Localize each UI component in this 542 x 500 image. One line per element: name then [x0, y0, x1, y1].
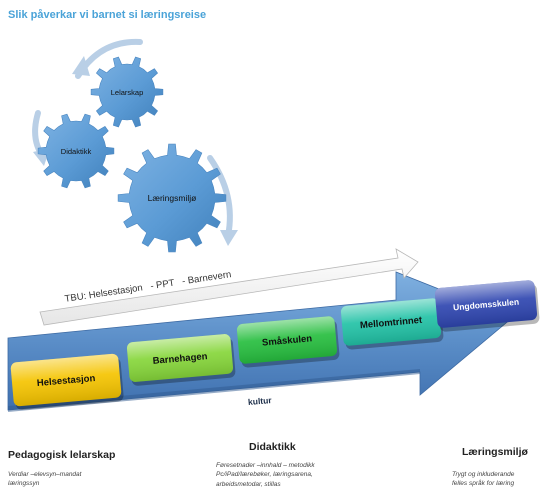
- column-title-pedagogisk-lelarskap: Pedagogisk lelarskap: [8, 449, 116, 461]
- column-line: læringssyn: [8, 480, 40, 488]
- gear-label-didaktikk: Didaktikk: [61, 147, 92, 156]
- page-title: Slik påverkar vi barnet si læringsreise: [8, 9, 207, 21]
- tbu-arrow: [39, 248, 419, 326]
- stage-shine: [10, 353, 122, 407]
- stage-shine: [126, 334, 234, 382]
- stage-shine: [340, 298, 442, 346]
- stage-barnehagen: Barnehagen: [126, 334, 236, 386]
- stage-boxes: Helsestasjon Barnehagen Småskulen Mellomtri…: [10, 280, 540, 410]
- stage-shine: [434, 280, 538, 328]
- stage-smaskulen: Småskulen: [236, 316, 340, 368]
- column-text-pedagogisk-lelarskap: Verdiar –elevsyn–mandat læringssyn: [8, 470, 81, 489]
- column-title-laeringsmiljo: Læringsmiljø: [462, 446, 528, 458]
- gear-label-lelarskap: Lelarskap: [111, 88, 144, 97]
- column-line: arbeidsmetodar, stillas: [216, 480, 281, 488]
- stage-mellomtrinnet: Mellomtrinnet: [340, 298, 444, 350]
- stage-label-smaskulen: Småskulen: [262, 333, 313, 348]
- gear-lelarskap: [90, 56, 164, 128]
- stage-helsestasjon: Helsestasjon: [10, 353, 124, 410]
- gear-laeringsmiljo: [117, 143, 227, 253]
- journey-band-shadow: [8, 369, 420, 412]
- column-text-didaktikk: Føresetnader –innhald – metodikk Pc/iPad…: [216, 461, 315, 489]
- cycle-arrowhead-right: [220, 230, 238, 246]
- tbu-arrow-group: [39, 248, 419, 326]
- column-line: Pc/iPad/lærebøker, læringsarena,: [216, 471, 313, 479]
- stage-label-helsestasjon: Helsestasjon: [36, 373, 96, 389]
- column-line: Trygt og inkluderande: [452, 471, 515, 478]
- stage-shine: [236, 316, 338, 364]
- column-title-didaktikk: Didaktikk: [249, 441, 296, 453]
- column-line: felles språk for læring: [452, 480, 515, 488]
- column-text-laeringsmiljo: Trygt og inkluderande felles språk for l…: [452, 470, 514, 489]
- gear-didaktikk: [37, 113, 115, 189]
- gear-label-laeringsmiljo: Læringsmiljø: [148, 193, 197, 203]
- column-line: Verdiar –elevsyn–mandat: [8, 471, 82, 478]
- cycle-arrowhead-top: [72, 56, 90, 76]
- cycle-arc-right: [207, 155, 233, 239]
- stage-label-barnehagen: Barnehagen: [152, 351, 208, 367]
- stage-label-mellomtrinnet: Mellomtrinnet: [360, 315, 424, 331]
- stage-ungdomsskulen: Ungdomsskulen: [434, 280, 540, 332]
- column-line: Føresetnader –innhald – metodikk: [216, 462, 315, 469]
- kultur-label: kultur: [247, 394, 273, 408]
